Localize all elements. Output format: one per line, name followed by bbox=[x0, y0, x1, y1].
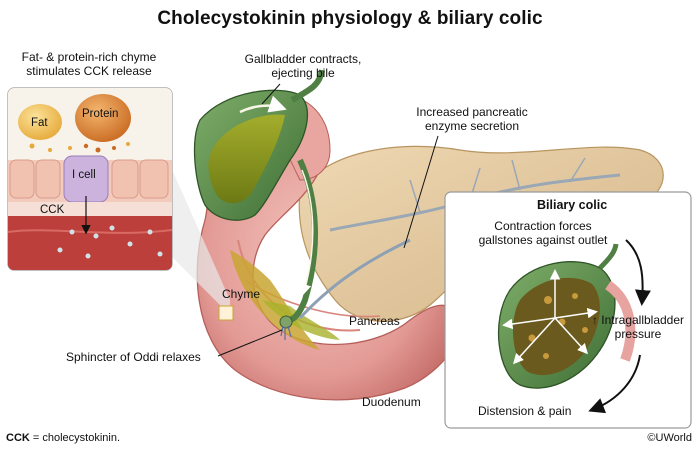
gallbladder-contracts-label: Gallbladder contracts, ejecting bile bbox=[228, 52, 378, 80]
chyme-label: Chyme bbox=[222, 287, 261, 301]
footnote-abbr: CCK bbox=[6, 432, 30, 444]
footnote-definition: = cholecystokinin. bbox=[29, 432, 121, 444]
pressure-line-2: pressure bbox=[614, 327, 662, 341]
gallbladder-line-2: ejecting bile bbox=[271, 66, 335, 80]
chyme-stimulus-line-1: Fat- & protein-rich chyme bbox=[21, 50, 157, 64]
contraction-label: Contraction forces gallstones against ou… bbox=[468, 219, 618, 247]
pancreatic-line-2: enzyme secretion bbox=[424, 119, 520, 133]
chyme-stimulus-line-2: stimulates CCK release bbox=[26, 64, 152, 78]
chyme-stimulus-label: Fat- & protein-rich chyme stimulates CCK… bbox=[4, 50, 174, 78]
duodenum-label: Duodenum bbox=[362, 395, 421, 409]
gallbladder bbox=[193, 69, 325, 325]
pancreatic-line-1: Increased pancreatic bbox=[416, 105, 528, 119]
distension-label: Distension & pain bbox=[478, 404, 572, 418]
page-title: Cholecystokinin physiology & biliary col… bbox=[157, 8, 543, 29]
gallbladder-line-1: Gallbladder contracts, bbox=[244, 52, 362, 66]
pancreatic-duct bbox=[298, 238, 411, 320]
copyright: ©UWorld bbox=[647, 432, 692, 444]
chyme-marker bbox=[218, 305, 234, 321]
contraction-line-2: gallstones against outlet bbox=[478, 233, 608, 247]
protein-label: Protein bbox=[82, 108, 119, 120]
cck-label: CCK bbox=[40, 204, 65, 216]
contraction-line-1: Contraction forces bbox=[494, 219, 592, 233]
pancreatic-secretion-label: Increased pancreatic enzyme secretion bbox=[392, 105, 552, 133]
biliary-colic-inset bbox=[444, 191, 692, 429]
footnote: CCK = cholecystokinin. bbox=[6, 432, 120, 444]
leader-lines bbox=[217, 83, 439, 357]
pressure-line-1: ↑ Intragallbladder bbox=[591, 313, 685, 327]
pressure-label: ↑ Intragallbladder pressure bbox=[586, 313, 690, 341]
fat-label: Fat bbox=[31, 117, 48, 129]
i-cell-inset bbox=[7, 87, 230, 315]
sphincter-label: Sphincter of Oddi relaxes bbox=[66, 350, 201, 364]
i-cell-label: I cell bbox=[72, 169, 96, 181]
pancreas-label: Pancreas bbox=[349, 314, 400, 328]
sphincter-of-oddi bbox=[279, 315, 293, 340]
biliary-colic-title: Biliary colic bbox=[537, 198, 608, 212]
